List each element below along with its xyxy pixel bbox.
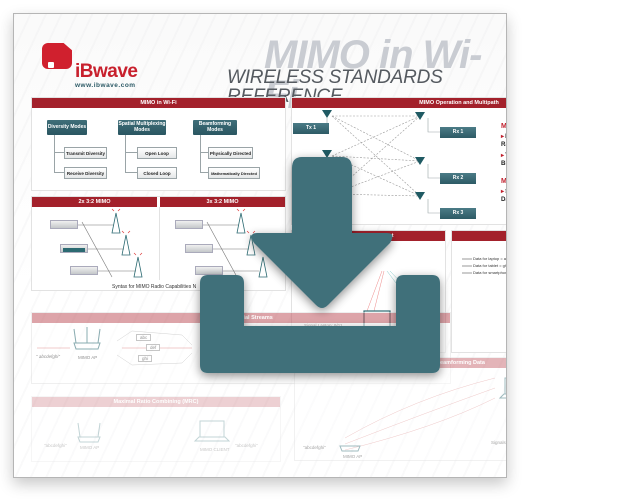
brand-url: www.ibwave.com [75,82,136,89]
antenna-icon [415,192,425,200]
logo-mark-icon [42,43,72,69]
sub-box-transmit-diversity: Transmit Diversity [64,147,107,159]
mu-flow: Data for tablet = ghi [472,263,506,268]
panel-mrc: Maximal Ratio Combining (MRC) "abcdefghi… [31,396,281,462]
mrc-output: "abcdefghi" [235,443,258,448]
antenna-icon [322,188,332,196]
radio-device [175,220,203,229]
radio-device [60,244,88,253]
stream-label: ghi [138,355,153,362]
mode-box-beamforming: Beamforming Modes [193,120,237,135]
bf-note: Signals arrive at the receiver in phase [491,440,506,445]
bf-ap-label: MIMO AP [343,454,363,459]
poster-preview[interactable]: iBwave www.ibwave.com MIMO in Wi-Fi WIRE… [13,13,507,478]
ap-label: MIMO AP [78,355,98,360]
ibwave-logo: iBwave www.ibwave.com [27,29,147,89]
beamforming-diagram [339,377,506,452]
tree-line [200,135,208,173]
antenna-icon [415,157,425,165]
mode-box-spatial: Spatial Multiplexing Modes [118,120,166,135]
radio-device [50,220,78,229]
panel-header-3x: 3x 3:2 MIMO [160,197,285,207]
diversity-item: Receive Diversity: Maximum Ratio Combini… [501,133,506,149]
spatial-heading: MIMO Spatial Multiplexing [501,178,507,185]
mrc-client-label: MIMO CLIENT [200,447,230,452]
antenna-icon [415,112,425,120]
panel-mimo-in-wifi: MIMO in Wi-Fi Diversity Modes Transmit D… [31,97,286,191]
sub-box-physically-directed: Physically Directed [208,147,253,159]
divider [159,207,160,280]
antenna-icon [322,110,332,118]
panel-multiuser: Multiuser MIMO Data for laptop = abcdef … [451,230,506,353]
panel-mimo-operation: MIMO Operation and Multipath Tx 1 Rx 1 R… [291,97,507,225]
tx1-box: Tx 1 [293,123,329,134]
radio-device [195,266,223,275]
sub-box-receive-diversity: Receive Diversity [64,167,107,179]
panel-header: MIMO in Wi-Fi [32,98,285,108]
spatial-item: Send Independant Unique Data Streams [501,188,506,204]
logo-dot [48,62,54,68]
radio-device [70,266,98,275]
sub-box-closed-loop: Closed Loop [137,167,177,179]
mrc-diagram [77,420,231,443]
stream-input: " abcdefghi" [36,354,60,359]
syntax-note: Syntax for MIMO Radio Capabilities N [112,284,197,290]
diversity-heading: MIMO Diversity [501,123,507,130]
stream-label: def [146,344,161,351]
rx2-box: Rx 2 [440,173,476,184]
mu-flow: Data for laptop = abcdef [472,256,506,261]
sub-box-mathematically-directed: Mathematically Directed [208,167,260,179]
rx3-box: Rx 3 [440,208,476,219]
tree-line [54,135,64,173]
antenna-icon [322,150,332,158]
multiuser-diagram [462,258,506,274]
panel-header: Multiuser MIMO [452,231,506,241]
diversity-item: Transmit Diversity: Space Time Block Cod… [501,152,506,168]
mu-flow: Data for smartphone = klm [472,270,506,275]
mrc-ap-label: MIMO AP [80,445,100,450]
radio-device [185,244,213,253]
panel-header: MIMO Operation and Multipath [292,98,506,108]
panel-mimo-configs: 2x 3:2 MIMO 3x 3:2 MIMO [31,196,286,291]
bf-input: "abcdefghi" [303,445,326,450]
mode-box-diversity: Diversity Modes [47,120,87,135]
brand-name: iBwave [75,61,138,82]
poster-title: MIMO in Wi-Fi [264,33,482,117]
stream-label: abc [136,334,152,341]
sub-box-open-loop: Open Loop [137,147,177,159]
mrc-input: "abcdefghi" [44,443,67,448]
panel-header-2x: 2x 3:2 MIMO [32,197,157,207]
panel-header: Maximal Ratio Combining (MRC) [32,397,280,407]
rx1-box: Rx 1 [440,127,476,138]
panel-beamforming: Beamforming Data "abcdefghi" MIMO AP MIM… [294,357,506,461]
tree-line [125,135,137,173]
